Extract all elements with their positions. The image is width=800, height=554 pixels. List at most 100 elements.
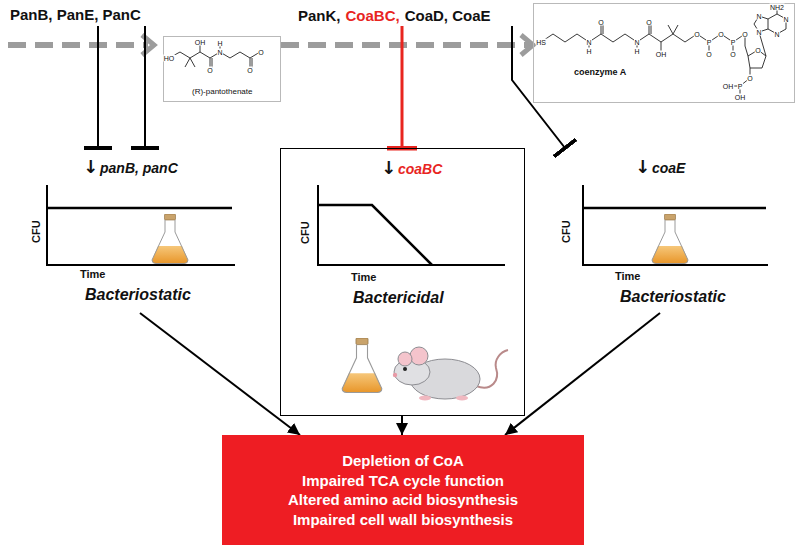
illustration-part — [403, 367, 407, 371]
result-arrow — [140, 313, 300, 435]
node-text: CoaBC, — [346, 7, 400, 24]
atom-label: OH — [655, 51, 667, 58]
node-text: Bacteriostatic — [620, 288, 726, 306]
mouse — [393, 347, 508, 401]
illustration-part — [47, 207, 232, 210]
pathway-arrow — [281, 42, 533, 48]
illustration-part — [476, 350, 508, 388]
result-arrow — [401, 26, 404, 148]
result-box: Depletion of CoAImpaired TCA cycle funct… — [222, 435, 584, 545]
node-text: Altered amino acid biosynthesis — [288, 490, 518, 510]
atom-label: O — [730, 51, 736, 58]
atom-label: O — [742, 31, 748, 38]
atom-label: N — [217, 49, 223, 56]
illustration-part — [410, 347, 428, 365]
illustration-part — [583, 185, 768, 265]
axis-label: Time — [80, 268, 105, 280]
atom-label: N — [756, 13, 762, 20]
enzyme-list: PanB, PanE, PanC — [5, 4, 155, 26]
coenzyme-a-structure — [541, 7, 786, 97]
atom-label: O — [747, 75, 753, 82]
atom-label: OH — [722, 83, 734, 90]
axis-label: CFU — [299, 221, 311, 244]
illustration-part — [47, 185, 235, 265]
node-text: Impaired cell wall biosynthesis — [293, 510, 513, 530]
atom-label: OH — [734, 94, 746, 101]
atom-label: N — [774, 31, 780, 38]
result-arrow — [97, 26, 99, 148]
atom-label: H — [634, 48, 640, 55]
atom-label: O — [706, 51, 712, 58]
result-arrow — [144, 26, 146, 148]
node-text: PanB, PanE, PanC — [10, 6, 141, 23]
illustration-part — [456, 396, 468, 401]
atom-label: O — [247, 67, 253, 74]
result-arrow — [505, 313, 660, 435]
axis-label: CFU — [30, 220, 42, 243]
illustration-part — [190, 58, 195, 67]
outcome-panel: ↓coaBCCFUTimeBactericidal — [280, 148, 525, 416]
node-text: Bacteriostatic — [85, 286, 191, 304]
node-text: PanK, — [298, 7, 341, 24]
atom-label: NH2 — [769, 4, 784, 11]
atom-label: O — [718, 31, 724, 38]
illustration-part — [185, 58, 190, 67]
illustration-part — [583, 207, 766, 210]
atom-label: O — [598, 19, 604, 26]
flask — [342, 338, 382, 392]
atom-label: N — [756, 29, 762, 36]
illustration-part — [419, 396, 431, 401]
node-text: coenzyme A — [574, 67, 626, 77]
illustration-part — [668, 25, 673, 34]
node-text: panB, panC — [100, 160, 178, 176]
illustration-part — [603, 24, 604, 34]
cfu-chart — [47, 185, 768, 265]
illustration-part — [142, 35, 154, 55]
outcome-panel: ↓coaE CFU TimeBacteriostatic — [550, 148, 780, 313]
atom-label: N — [634, 39, 640, 46]
axis-label: CFU — [560, 220, 572, 243]
flask — [652, 214, 688, 264]
atom-label: O — [646, 19, 652, 26]
illustration-part — [318, 205, 432, 265]
result-arrow — [512, 26, 565, 148]
illustration-part — [673, 25, 678, 34]
atom-label: O — [207, 67, 213, 74]
atom-label: HS — [536, 39, 547, 46]
atom-label: N — [783, 16, 789, 23]
node-text: Impaired TCA cycle function — [302, 471, 504, 491]
atom-label: O — [258, 49, 264, 56]
illustration-part — [169, 52, 260, 58]
node-text: (R)-pantothenate — [192, 87, 252, 96]
axis-label: Time — [615, 270, 640, 282]
node-text: coaE — [652, 160, 685, 176]
axis-label: Time — [351, 271, 376, 283]
node-text: Bactericidal — [353, 289, 444, 307]
atom-label: H — [586, 48, 592, 55]
illustration-part — [318, 185, 505, 265]
atom-label: O — [755, 47, 761, 54]
node-text: coaBC — [398, 161, 442, 177]
enzyme-list: PanK,CoaBC,CoaD, CoaE — [298, 4, 526, 26]
node-text: ↓ — [83, 158, 98, 176]
atom-label: P — [706, 39, 712, 46]
node-text: Depletion of CoA — [342, 451, 464, 471]
illustration-part — [393, 373, 397, 377]
atom-label: N — [586, 39, 592, 46]
atom-label: P — [737, 83, 743, 90]
node-text: ↓ — [635, 158, 650, 176]
result-arrow — [401, 416, 403, 435]
illustration-part — [651, 24, 652, 34]
atom-label: OH — [194, 39, 206, 46]
atom-label: H — [217, 40, 223, 47]
atom-label: P — [730, 39, 736, 46]
illustration-part — [8, 42, 148, 48]
outcome-panel: ↓panB, panC CFU TimeBacteriostatic — [20, 148, 255, 313]
flask — [152, 214, 188, 264]
atom-label: HO — [163, 55, 175, 62]
pathway-arrow — [8, 35, 154, 55]
atom-label: O — [694, 31, 700, 38]
illustration-part — [398, 352, 412, 366]
